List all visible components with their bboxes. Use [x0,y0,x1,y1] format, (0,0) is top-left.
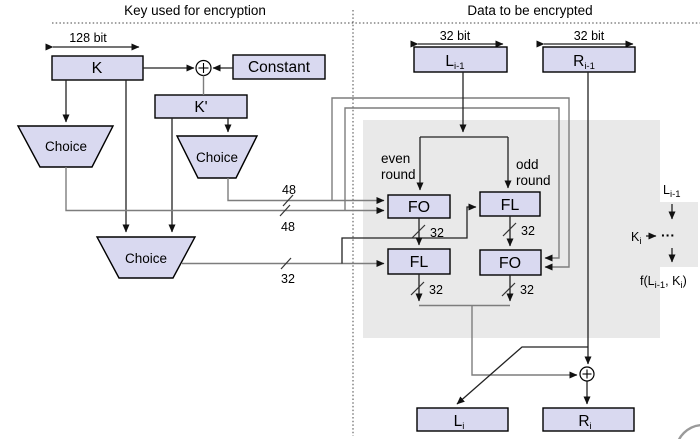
out-32-fl-even: 32 [429,283,443,297]
k-box: K [51,55,144,81]
bus-48-label-b: 48 [281,220,295,234]
fl-odd-rect [479,191,541,217]
constant-box-label: Constant [248,59,311,76]
data-wiring [415,72,592,405]
fl-even-box: FL [387,248,451,275]
key-bus-width-marks: 48 48 32 [279,183,296,286]
choice-trapezoid-2: Choice [175,135,259,179]
l-in-box: Li-1 [413,46,508,73]
r-out-box-rect [542,407,635,432]
choice2-shape [175,135,259,179]
fo-odd-rect [479,249,542,276]
even-round-label-line1: even [381,151,410,166]
wire-choice3-branch-to-fl-odd [341,203,477,264]
choice1-shape [16,125,115,168]
l-out-box-label: Li [454,413,465,432]
key-section-title: Key used for encryption [124,3,266,18]
l-in-box-label: Li-1 [445,53,464,72]
legend-dots: ··· [661,227,675,243]
l-in-width-measure: 32 bit [410,29,504,48]
round-function-panel [363,120,660,338]
choice3-shape [95,236,197,279]
wire-swap-to-l-out [456,346,588,405]
tick-32-fo-even [411,224,426,239]
legend-key-label: Ki [631,230,641,247]
r-in-box: Ri-1 [542,46,636,73]
corner-arc-decoration [677,423,700,439]
choice1-label: Choice [45,139,87,154]
fo-odd-box: FO [479,249,542,276]
even-round-label-line2: round [381,167,416,182]
choice-trapezoid-3: Choice [95,236,197,279]
fo-even-label: FO [408,199,430,216]
wire-choice1-to-fo-even [65,167,385,214]
xor-data-icon [579,366,595,382]
key-wiring [62,64,570,271]
key-width-label: 128 bit [69,31,107,45]
wire-round-output-to-xor [471,305,578,379]
fl-odd-label: FL [501,197,520,214]
tick-32-fo-odd [501,282,516,297]
odd-round-label-line2: round [516,173,551,188]
round-output-width-marks: 32 32 32 32 [410,222,535,297]
out-32-fo-even: 32 [430,226,444,240]
round-function-legend: Li-1 Ki ··· f(Li-1, Ki) [631,183,698,291]
out-32-fo-odd: 32 [520,283,534,297]
wire-bus-outer-to-fo-odd [331,97,570,271]
tick-32-c [280,257,292,270]
r-in-box-rect [542,46,636,73]
key-width-measure: 128 bit [45,31,140,51]
key-schedule-section: 128 bit K Constant K' Choice Choice [16,31,570,286]
l-in-width-label: 32 bit [440,29,471,43]
k-box-label: K [92,60,103,77]
choice2-label: Choice [196,150,238,165]
wire-bus-inner-to-fo-odd [344,107,560,262]
fl-odd-box: FL [479,191,541,217]
legend-input-label: Li-1 [663,183,681,200]
section-dividers [52,10,700,436]
data-section-title: Data to be encrypted [467,3,592,18]
k-prime-box: K' [154,94,248,119]
fl-even-label: FL [410,254,429,271]
fo-even-box: FO [387,194,451,219]
wire-choice2-to-fo-even [227,178,385,204]
constant-box-rect [232,54,326,80]
k-prime-box-rect [154,94,248,119]
constant-box: Constant [232,54,326,80]
l-out-box: Li [416,407,509,432]
choice3-label: Choice [125,251,167,266]
l-in-box-rect [413,46,508,73]
tick-32-fl-even [410,281,425,296]
xor-key-icon [195,59,212,77]
r-in-box-label: Ri-1 [573,53,595,72]
fo-odd-label: FO [499,255,521,272]
tick-48-a [282,194,294,207]
r-out-box: Ri [542,407,635,432]
r-out-box-label: Ri [578,413,591,432]
odd-round-label-line1: odd [516,157,539,172]
bus-48-label-a: 48 [282,183,296,197]
tick-32-fl-odd [502,222,517,237]
bus-32-label: 32 [281,272,295,286]
out-32-fl-odd: 32 [521,224,535,238]
legend-output-label: f(Li-1, Ki) [640,274,687,291]
r-in-width-label: 32 bit [574,29,605,43]
data-path-section: 32 bit 32 bit Li-1 Ri-1 even round odd r… [381,29,636,432]
round-labels: even round odd round [381,151,551,188]
l-out-box-rect [416,407,509,432]
r-in-width-measure: 32 bit [536,29,634,48]
choice-trapezoid-1: Choice [16,125,115,168]
tick-48-b [279,204,291,217]
k-prime-box-label: K' [194,99,207,116]
